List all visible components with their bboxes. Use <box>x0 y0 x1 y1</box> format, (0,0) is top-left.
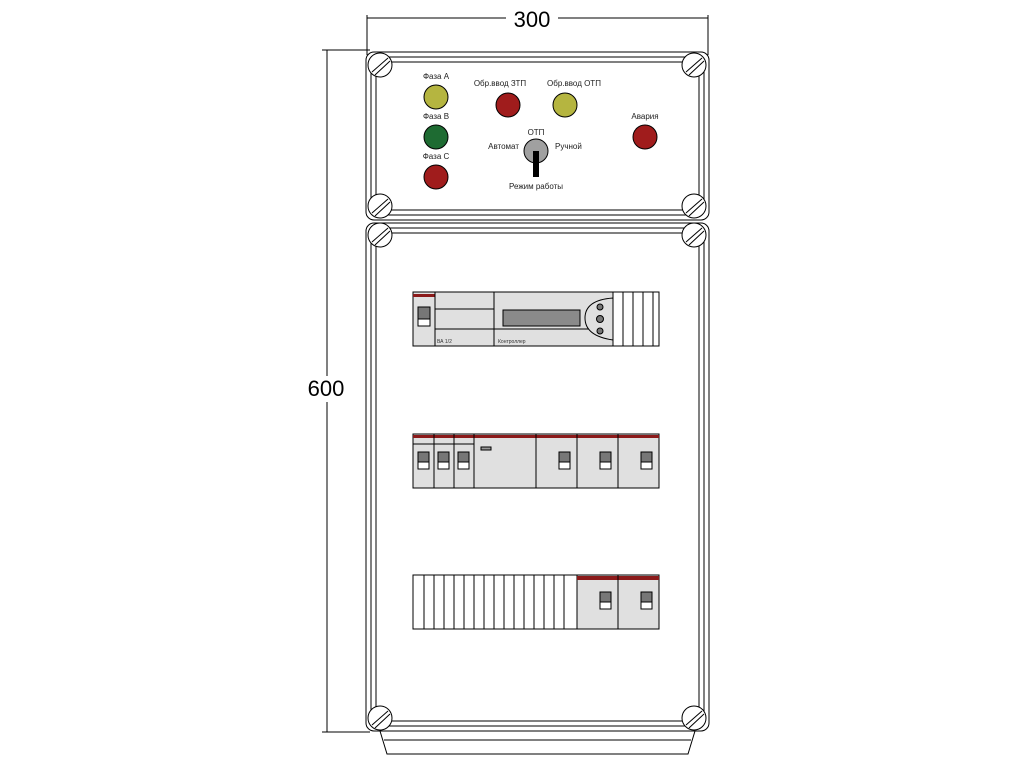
alarm-lamp <box>632 124 658 150</box>
switch-handle[interactable] <box>533 151 539 177</box>
controller-right-caption: Контроллер <box>498 339 526 345</box>
phase-c-label: Фаза С <box>423 152 450 161</box>
phase-a-label: Фаза А <box>423 72 450 81</box>
phase-a-lamp <box>423 84 449 110</box>
phase-b-label: Фаза В <box>423 112 449 121</box>
switch-right-label: Ручной <box>555 142 582 151</box>
controller-left-caption: ВА 1/2 <box>437 339 452 345</box>
phase-c-lamp <box>423 164 449 190</box>
width-label-backdrop <box>506 6 558 30</box>
top-door <box>365 51 710 221</box>
fault-otp-label: Обр.ввод ОТП <box>547 79 601 88</box>
alarm-label: Авария <box>631 112 658 121</box>
phase-b-lamp <box>423 124 449 150</box>
fault-ztp-lamp <box>495 92 521 118</box>
switch-left-label: Автомат <box>488 142 519 151</box>
fault-ztp-label: Обр.ввод ЗТП <box>474 79 527 88</box>
screws <box>367 52 707 731</box>
height-label-backdrop <box>302 376 350 402</box>
fault-otp-lamp <box>552 92 578 118</box>
switch-caption: Режим работы <box>509 182 563 191</box>
width-label: 300 <box>514 7 551 32</box>
breaker-row-3 <box>412 574 660 630</box>
breaker-row-2 <box>412 433 660 489</box>
controller-module <box>412 291 660 347</box>
height-label: 600 <box>308 376 345 401</box>
switch-title: ОТП <box>528 128 545 137</box>
